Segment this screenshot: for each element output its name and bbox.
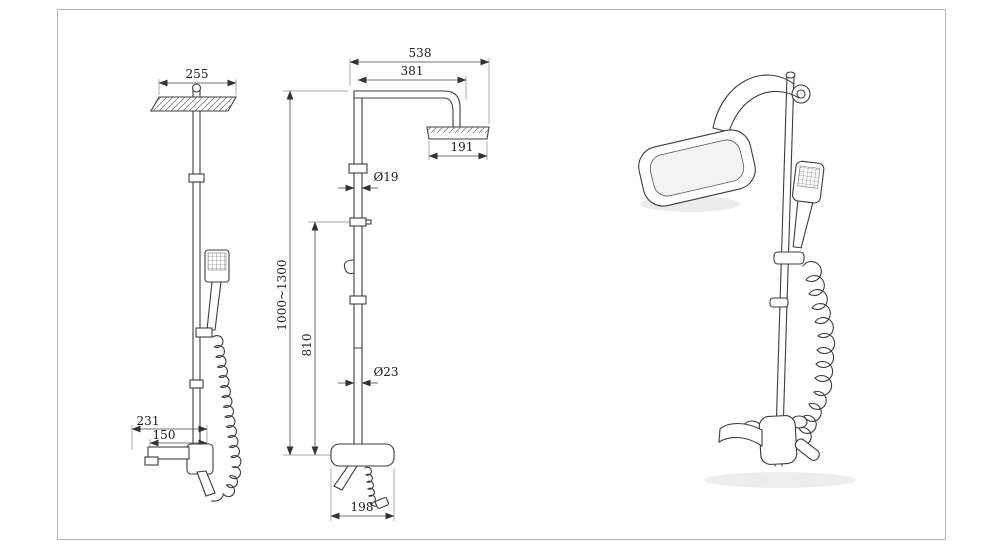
dim-label-mixer-width: 198 — [351, 500, 374, 514]
pipe-clamp — [189, 379, 204, 389]
persp-hand-shower — [791, 160, 825, 249]
floor-shadow — [705, 472, 855, 488]
arm-joint-hub — [796, 89, 806, 99]
mixer-handle — [196, 470, 216, 497]
persp-hose-coil — [781, 261, 836, 459]
mixer-body — [330, 443, 395, 467]
perspective-view — [638, 71, 855, 488]
pole-cap — [785, 71, 796, 79]
pipe-clamp — [349, 295, 367, 305]
persp-shower-head — [638, 129, 756, 207]
pipe-flange — [188, 173, 205, 183]
persp-mixer-faucet — [718, 415, 820, 465]
head-hatching — [427, 127, 489, 133]
side-riser-pipe — [188, 110, 205, 471]
mixer-body — [186, 443, 214, 475]
dim-label-head-width-front: 191 — [451, 140, 474, 154]
front-hose — [364, 466, 379, 507]
hand-shower-holder — [195, 327, 213, 338]
dim-label-lower-pipe-diameter: Ø23 — [373, 365, 398, 379]
pipe-flange — [348, 163, 368, 174]
front-riser-pipe — [343, 90, 372, 453]
hose-connector — [374, 497, 390, 509]
dim-label-head-width-side: 255 — [186, 67, 209, 81]
hand-shower-holder — [773, 251, 805, 265]
dim-label-spout-reach: 231 — [137, 414, 160, 428]
front-view: 538 381 191 — [275, 46, 490, 521]
persp-riser-pipe — [769, 71, 811, 467]
dim-label-spout-offset: 150 — [153, 428, 176, 442]
mixer-handle — [794, 438, 820, 461]
hand-shower-handle — [792, 200, 814, 249]
side-mixer-faucet — [144, 443, 216, 497]
pipe-clamp — [769, 297, 789, 308]
front-shower-arm — [353, 90, 461, 128]
hand-shower-handle — [206, 281, 222, 331]
hand-shower-hook — [343, 259, 355, 275]
spout-outlet — [144, 456, 159, 466]
side-hand-shower — [195, 249, 230, 338]
dim-label-upper-pipe-diameter: Ø19 — [373, 170, 398, 184]
spray-face — [207, 252, 227, 271]
front-mixer-faucet — [330, 443, 395, 509]
mixer-spout — [718, 422, 763, 448]
mixer-spout — [147, 446, 190, 460]
side-hose-coil — [210, 334, 242, 502]
clamp-knob — [365, 219, 372, 225]
head-face — [649, 139, 745, 197]
dim-label-riser-height: 810 — [300, 334, 314, 357]
spray-face — [797, 165, 821, 189]
head-hatching — [151, 97, 236, 111]
dim-label-overall-height: 1000~1300 — [275, 259, 289, 330]
front-shower-head — [426, 126, 490, 140]
side-shower-head — [150, 83, 237, 112]
mixer-body — [758, 415, 798, 465]
ball-joint — [191, 83, 202, 93]
dim-label-arm-reach: 381 — [401, 64, 424, 78]
dim-label-overall-width: 538 — [409, 46, 432, 60]
mixer-handle — [333, 465, 358, 491]
side-view: 255 231 150 — [131, 67, 242, 502]
slider-clamp — [349, 217, 367, 227]
drawing-border — [57, 9, 946, 540]
